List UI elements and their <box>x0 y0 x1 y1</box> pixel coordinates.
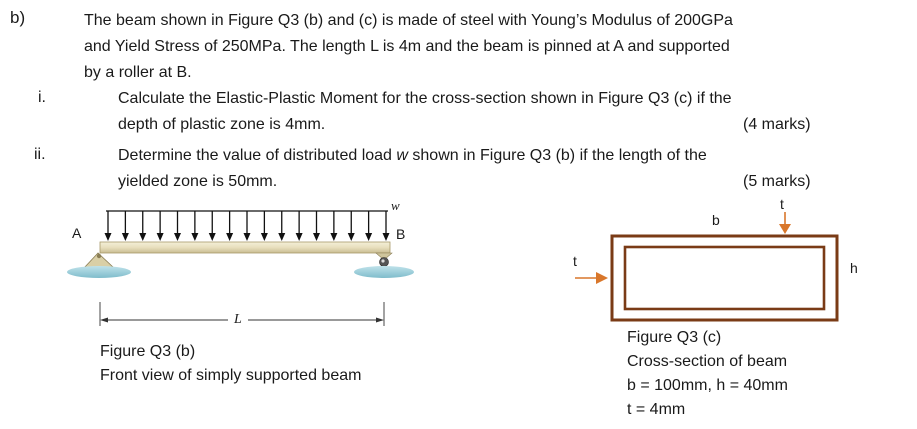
section-outer <box>610 234 839 322</box>
beam <box>99 241 391 254</box>
load-arrow-head <box>139 233 147 241</box>
load-arrow-head <box>365 233 373 241</box>
pin-support-a <box>67 252 131 278</box>
load-arrow-head <box>347 233 355 241</box>
figure-b-caption: Figure Q3 (b) <box>100 343 196 360</box>
subpart-i-marks: (4 marks) <box>743 116 811 133</box>
figure-c-caption-1: Figure Q3 (c) <box>627 329 722 346</box>
subpart-i-label: i. <box>38 89 46 106</box>
intro-line-2: and Yield Stress of 250MPa. The length L… <box>84 38 730 55</box>
part-label: b) <box>10 8 26 27</box>
load-arrow-head <box>295 233 303 241</box>
support-b-label: B <box>396 226 406 242</box>
load-arrow-head <box>382 233 390 241</box>
subpart-i-line-1: Calculate the Elastic-Plastic Moment for… <box>118 90 732 107</box>
width-label-b: b <box>712 212 720 228</box>
subpart-i-line-2: depth of plastic zone is 4mm. <box>118 116 326 133</box>
distributed-load-arrows <box>104 211 390 241</box>
load-arrow-head <box>104 233 112 241</box>
thickness-arrow-top <box>779 212 791 234</box>
intro-line-3: by a roller at B. <box>84 64 192 81</box>
roller-support-b <box>354 252 414 278</box>
subpart-ii-label: ii. <box>34 146 46 163</box>
height-label-h: h <box>850 260 858 276</box>
load-arrow-head <box>121 233 129 241</box>
subpart-ii-marks: (5 marks) <box>743 173 811 190</box>
subpart-ii-text-a: Determine the value of distributed load <box>118 147 397 164</box>
intro-line-1: The beam shown in Figure Q3 (b) and (c) … <box>84 12 733 29</box>
figure-c-caption-2: Cross-section of beam <box>627 353 788 370</box>
load-arrow-head <box>226 233 234 241</box>
load-arrow-head <box>243 233 251 241</box>
figure-c-caption-3: b = 100mm, h = 40mm <box>627 377 788 394</box>
load-arrow-head <box>191 233 199 241</box>
load-arrow-head <box>156 233 164 241</box>
load-arrow-head <box>174 233 181 241</box>
load-arrow-head <box>278 233 286 241</box>
subpart-ii-line-2: yielded zone is 50mm. <box>118 173 278 190</box>
figure-b-description: Front view of simply supported beam <box>100 367 362 384</box>
thickness-arrow-left <box>575 272 608 284</box>
load-label-w: w <box>391 198 400 213</box>
section-inner <box>623 245 826 311</box>
cross-section <box>610 234 839 322</box>
thickness-label-top: t <box>780 196 784 212</box>
thickness-label-left: t <box>573 253 577 269</box>
load-arrow-head <box>208 233 216 241</box>
support-a-label: A <box>72 225 82 241</box>
load-arrow-head <box>330 233 338 241</box>
figure-c-caption-4: t = 4mm <box>627 401 686 418</box>
load-variable-w: w <box>396 147 408 164</box>
subpart-ii-line-1: Determine the value of distributed load … <box>118 146 707 166</box>
length-label: L <box>234 312 242 327</box>
subpart-ii-text-b: shown in Figure Q3 (b) if the length of … <box>407 147 707 164</box>
load-arrow-head <box>260 233 268 241</box>
load-arrow-head <box>313 233 320 241</box>
length-dimension <box>99 302 385 326</box>
